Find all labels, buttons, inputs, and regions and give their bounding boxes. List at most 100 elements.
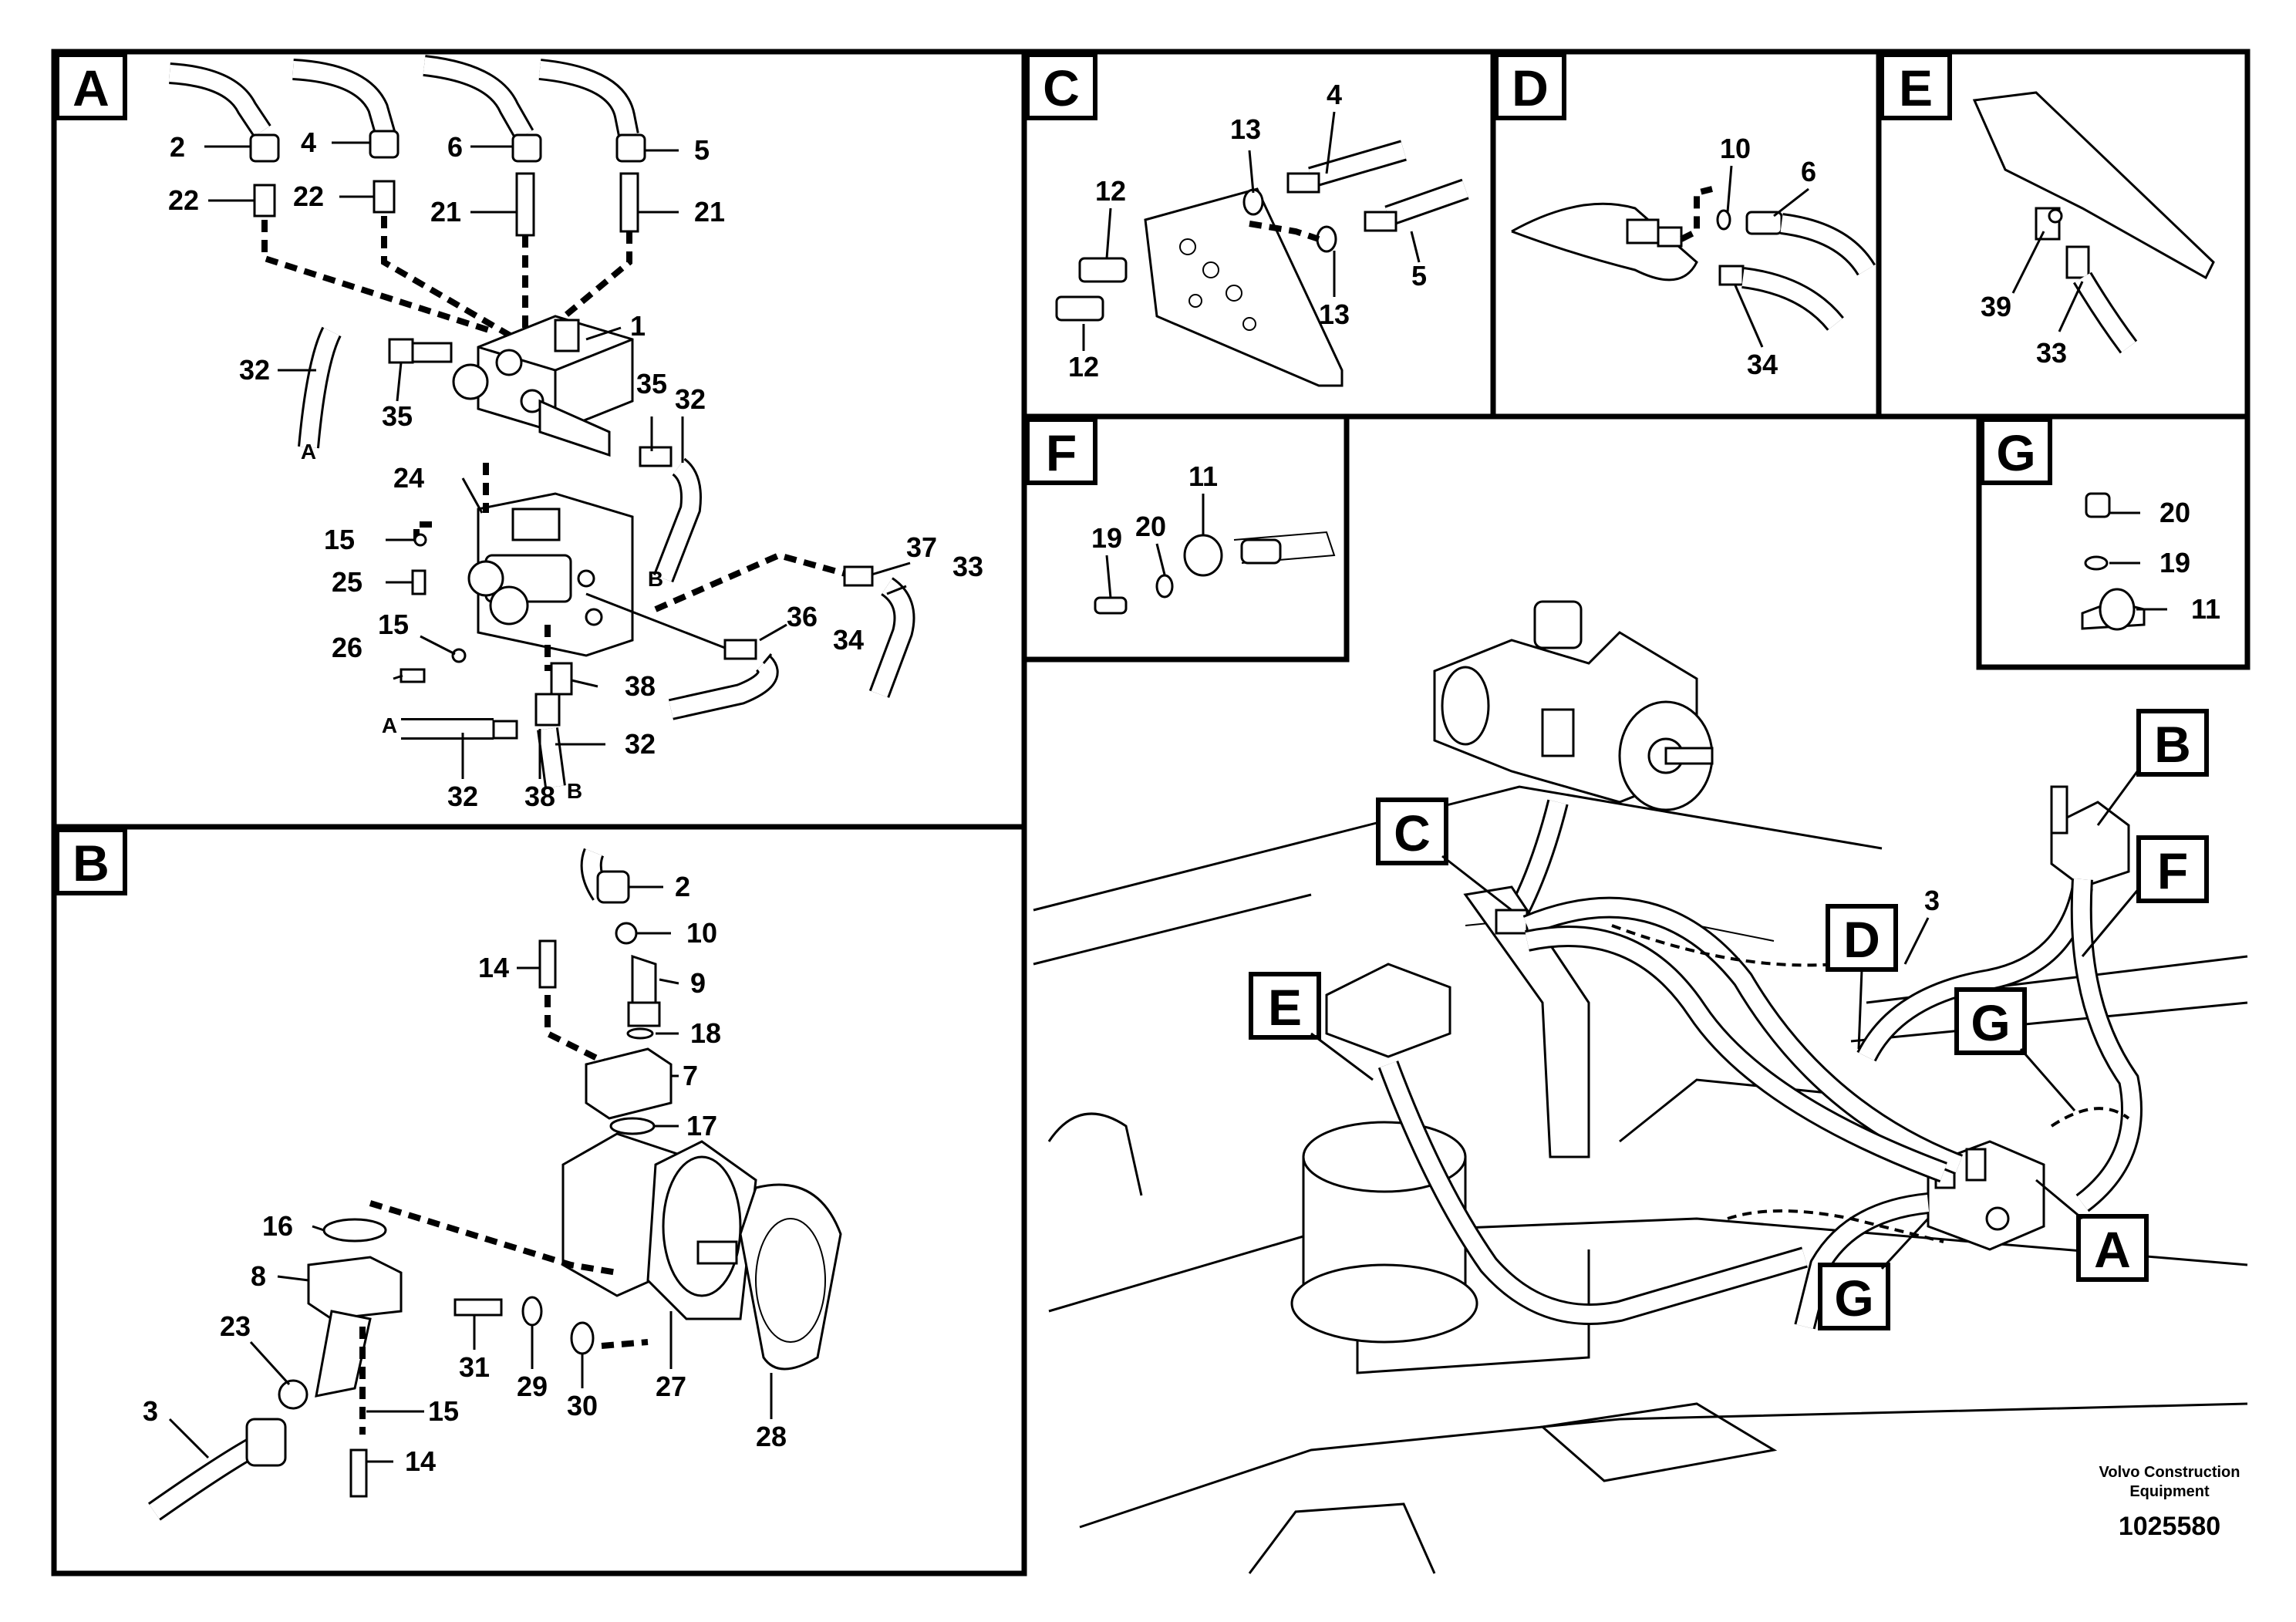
- callout: 35: [636, 368, 667, 400]
- pump: [561, 1132, 757, 1320]
- callout: 9: [690, 967, 706, 999]
- callout: 16: [262, 1210, 293, 1242]
- callout: 33: [2036, 337, 2067, 369]
- panel-a-callouts: 2 4 6 5 22 22 21 21 1 32 35 35 32 24 15 …: [168, 126, 983, 812]
- panel-g-letter: G: [1996, 424, 2035, 481]
- callout: 2: [675, 871, 690, 902]
- callout: 30: [567, 1390, 598, 1421]
- callout: 38: [524, 781, 555, 812]
- callout: 10: [1720, 133, 1751, 164]
- panel-b-letter: B: [72, 835, 110, 892]
- locator-e: E: [1249, 972, 1374, 1081]
- locator-label: G: [1971, 994, 2010, 1051]
- overview: C E B F D G A: [1033, 600, 2248, 1574]
- locator-label: G: [1834, 1270, 1873, 1327]
- callout: 26: [332, 632, 362, 663]
- callout: 32: [447, 781, 478, 812]
- panel-c: C 13 4 12 5 13 12: [1021, 49, 1496, 420]
- callout: 3: [1924, 885, 1940, 916]
- locator-c: C: [1376, 798, 1512, 912]
- drawing-number: 1025580: [2119, 1512, 2220, 1541]
- locator-g-lower: G: [1818, 1217, 1930, 1330]
- callout: 35: [382, 400, 413, 432]
- locator-label: C: [1394, 804, 1431, 862]
- panel-f-letter: F: [1046, 424, 1077, 481]
- callout: 1: [630, 310, 646, 342]
- brand-line1: Volvo Construction: [2099, 1464, 2240, 1481]
- callout: 27: [656, 1371, 686, 1402]
- callout: 17: [686, 1110, 717, 1141]
- callout: 34: [833, 624, 864, 656]
- panel-b: B: [51, 824, 1027, 1576]
- callout: 14: [478, 952, 509, 983]
- locator-label: F: [2157, 842, 2188, 899]
- callout: 11: [1188, 460, 1218, 492]
- panel-a-letter: A: [72, 59, 110, 116]
- callout: 11: [2191, 593, 2220, 625]
- callout: 8: [251, 1260, 266, 1292]
- hose-end-letter: B: [567, 779, 582, 803]
- locator-f: F: [2081, 835, 2209, 957]
- panel-d: D 10 6 34: [1490, 49, 1882, 420]
- panel-b-leaders: [168, 885, 773, 1463]
- panel-b-callouts: 2 10 14 9 18 7 17 16 8 23 3 15 14 31 29 …: [143, 871, 787, 1477]
- hose-end-letter: B: [648, 567, 663, 591]
- main-pump: [1433, 600, 1714, 916]
- locator-label: B: [2154, 716, 2191, 773]
- panel-d-letter: D: [1512, 59, 1549, 116]
- callout: 21: [430, 196, 461, 228]
- panel-e: E 39 33: [1876, 49, 2250, 420]
- callout: 2: [170, 131, 185, 163]
- callout: 24: [393, 462, 424, 494]
- callout: 15: [324, 524, 355, 555]
- callout: 13: [1230, 113, 1261, 145]
- panel-e-letter: E: [1899, 59, 1933, 116]
- locator-a: A: [2035, 1179, 2149, 1282]
- locator-d: D: [1826, 904, 1898, 1050]
- callout: 19: [1091, 522, 1122, 554]
- panel-f: F 11 20 19: [1021, 413, 1350, 663]
- callout: 23: [220, 1310, 251, 1342]
- callout: 38: [625, 670, 656, 702]
- callout: 19: [2159, 547, 2190, 578]
- callout: 20: [1135, 511, 1166, 542]
- callout: 18: [690, 1017, 721, 1049]
- callout: 20: [2159, 497, 2190, 528]
- callout: 6: [447, 131, 463, 163]
- callout: 29: [517, 1371, 548, 1402]
- callout: 31: [459, 1351, 490, 1383]
- callout: 22: [293, 180, 324, 212]
- callout: 12: [1068, 351, 1099, 383]
- panel-a-leaders: [204, 141, 911, 779]
- callout: 15: [428, 1395, 459, 1427]
- callout: 33: [952, 551, 983, 582]
- callout: 6: [1801, 156, 1816, 187]
- callout: 25: [332, 566, 362, 598]
- callout: 36: [787, 601, 818, 632]
- locator-label: D: [1843, 911, 1880, 968]
- locator-b: B: [2096, 709, 2209, 826]
- callout: 4: [1327, 79, 1342, 110]
- callout: 28: [756, 1421, 787, 1452]
- locator-g-upper: G: [1954, 987, 2076, 1111]
- callout: 21: [694, 196, 725, 228]
- panel-c-letter: C: [1043, 59, 1080, 116]
- hoses-top: [168, 55, 646, 237]
- valve-block: [452, 315, 634, 457]
- callout: 4: [301, 126, 316, 158]
- title-block: Volvo Construction Equipment 1025580: [2099, 1464, 2240, 1541]
- callout: 15: [378, 609, 409, 640]
- hose-end-letter: A: [301, 440, 316, 464]
- callout: 32: [675, 383, 706, 415]
- callout: 34: [1747, 349, 1778, 380]
- callout: 32: [625, 728, 656, 760]
- callout: 5: [1411, 260, 1427, 292]
- brand-line2: Equipment: [2129, 1483, 2210, 1500]
- solenoid-bracket: [467, 492, 634, 657]
- hose-end-letter: A: [382, 713, 397, 737]
- callout: 39: [1981, 291, 2011, 322]
- locator-label: A: [2094, 1221, 2131, 1278]
- callout: 32: [239, 354, 270, 386]
- panel-a: A: [51, 49, 1027, 830]
